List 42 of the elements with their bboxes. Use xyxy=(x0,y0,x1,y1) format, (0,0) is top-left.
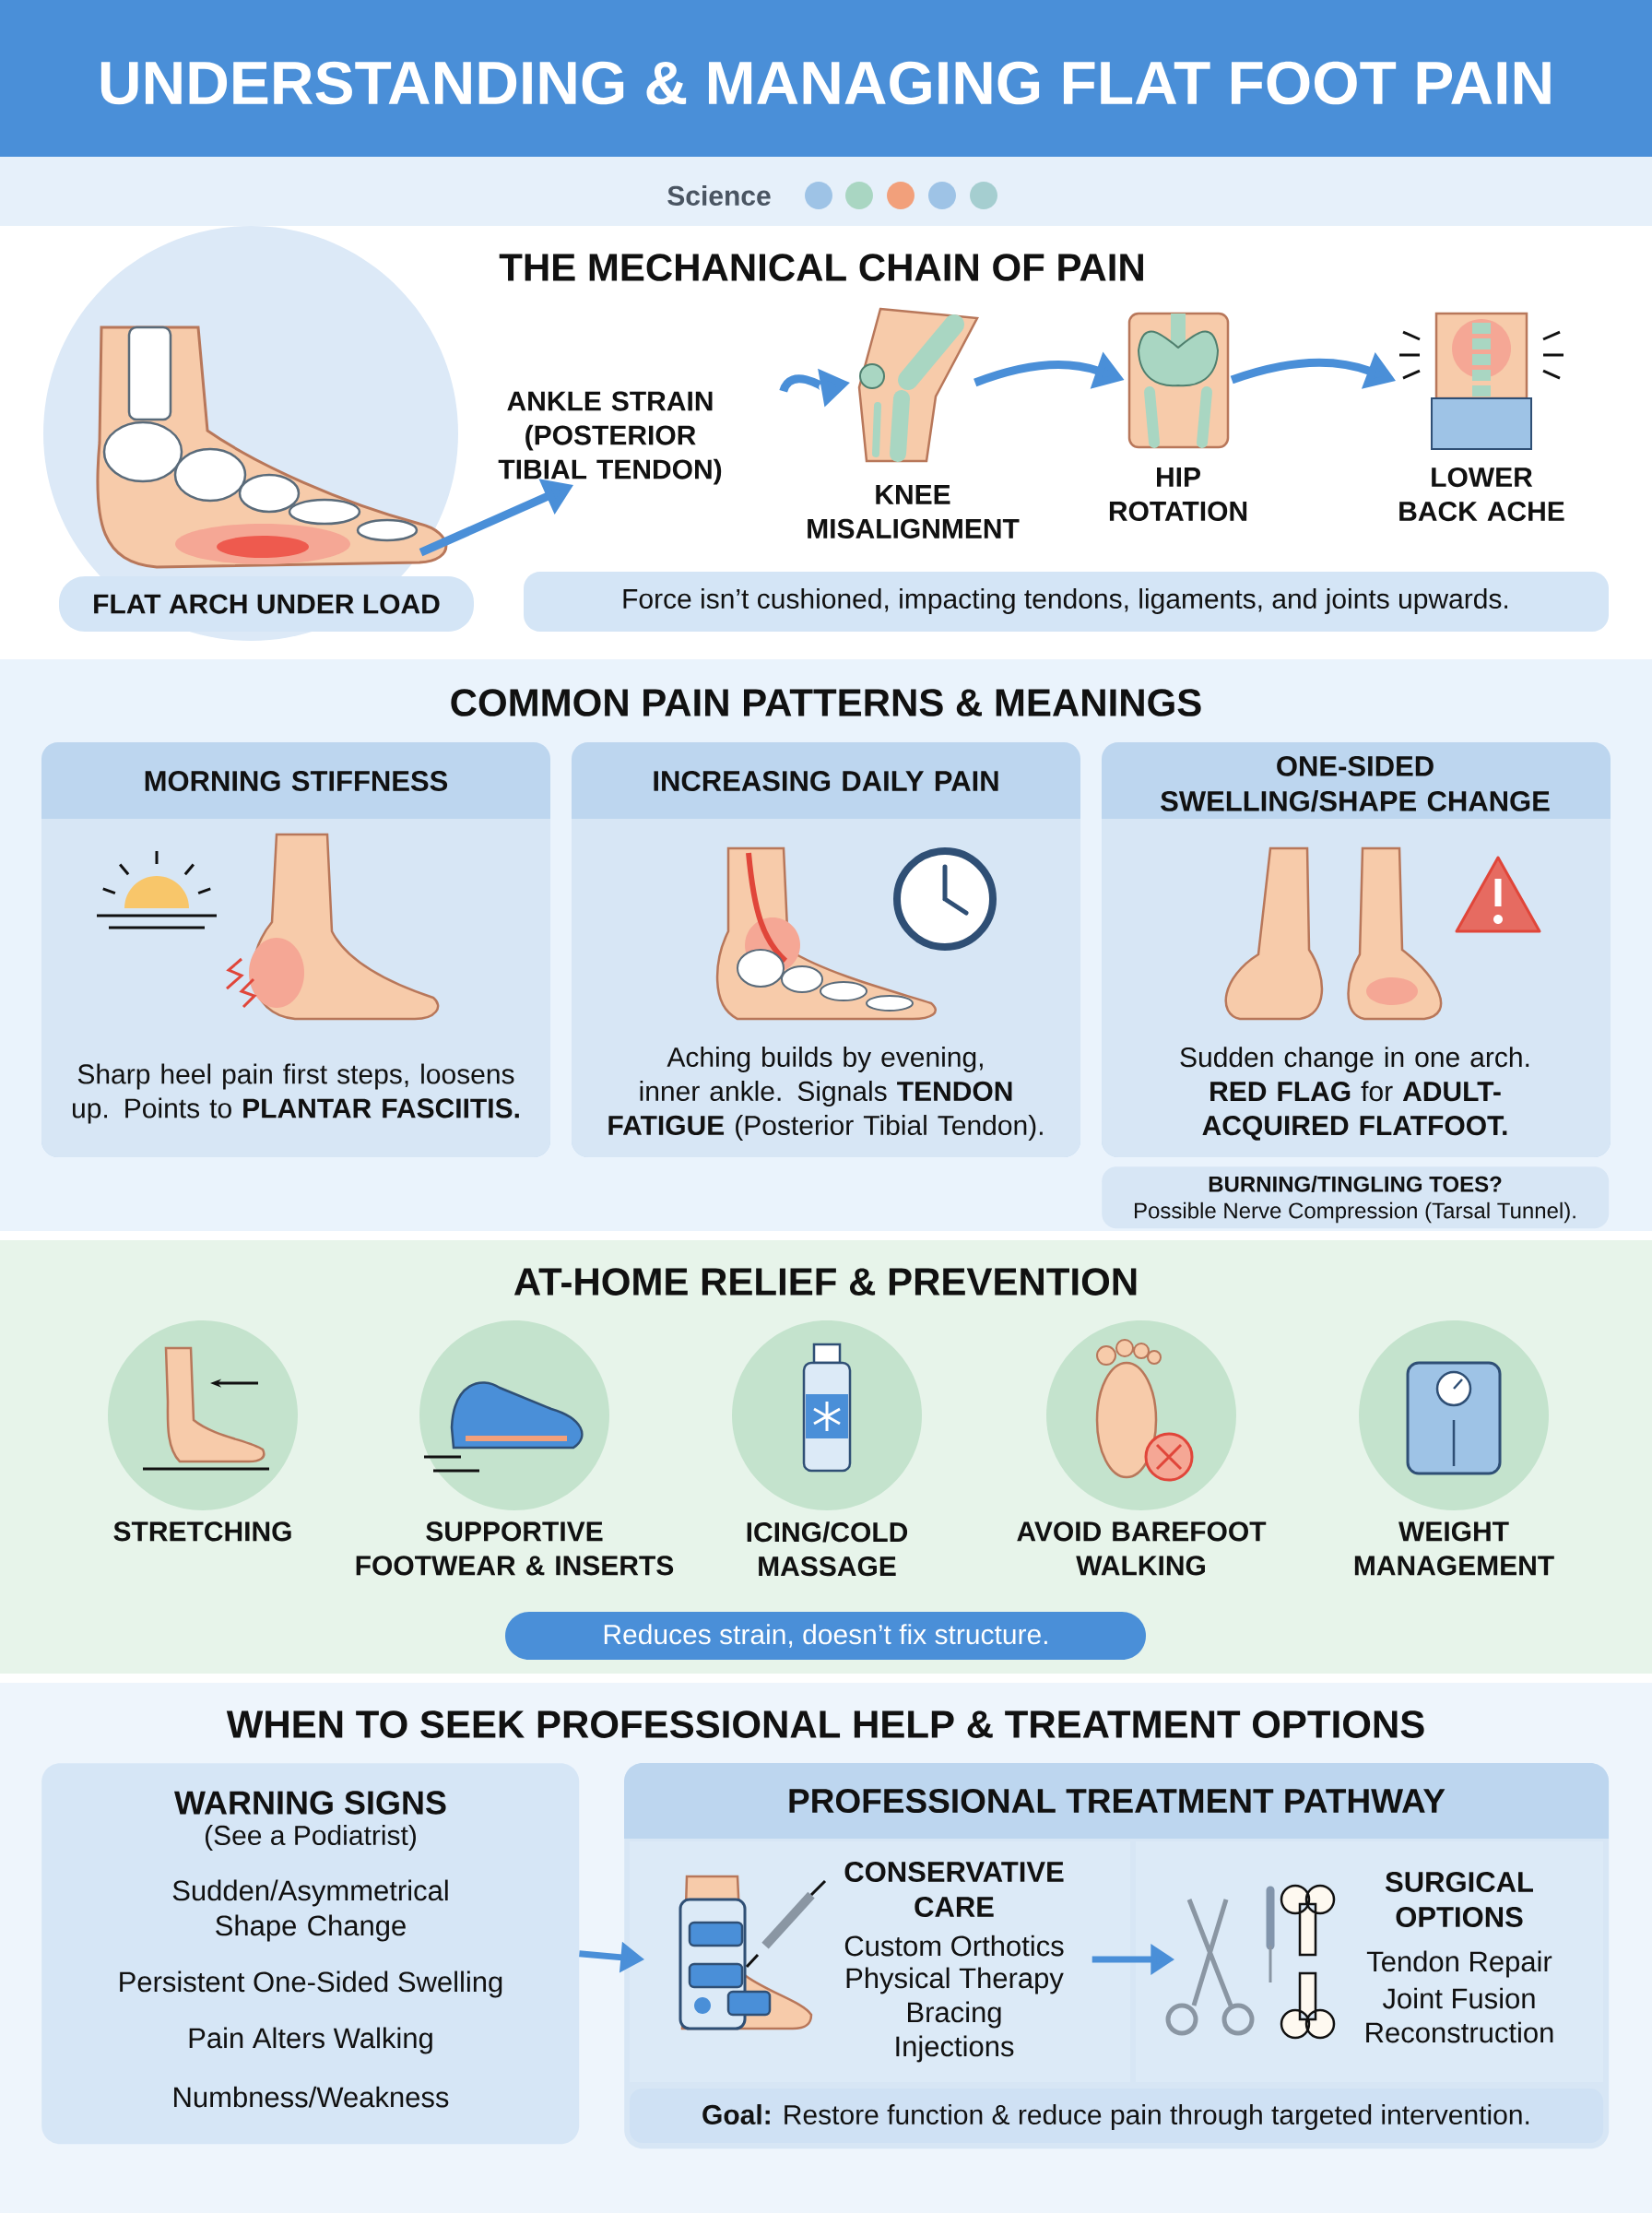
list-item: Physical Therapy xyxy=(846,1967,1064,1994)
list-item: Sudden/Asymmetrical Shape Change xyxy=(172,1879,448,1942)
stage-label: ANKLE STRAIN (POSTERIOR TIBIAL TENDON) xyxy=(498,391,722,485)
icon-caption: ICING/COLD MASSAGE xyxy=(747,1521,908,1577)
card-text: Sudden change in one arch. RED FLAG for ADULT-ACQUIRED FLATFOOT. xyxy=(1180,1047,1529,1141)
list-item: Bracing xyxy=(908,2001,1001,2029)
info-pill: Force isn’t cushioned, impacting tendons, ligaments, and joints upwards. xyxy=(524,572,1609,632)
caption-pill: FLAT ARCH UNDER LOAD xyxy=(59,576,474,632)
card-heading: WARNING SIGNS xyxy=(174,1791,446,1815)
card-text: Aching builds by evening, inner ankle. Signals TENDON FATIGUE (Posterior Tibial Tendon). xyxy=(608,1047,1043,1141)
section-heading: WHEN TO SEEK PROFESSIONAL HELP & TREATMENT OPTIONS xyxy=(226,1710,1424,1738)
list-item: Custom Orthotics xyxy=(844,1935,1064,1957)
stage-label: KNEE MISALIGNMENT xyxy=(808,485,1020,538)
panel-header: PROFESSIONAL TREATMENT PATHWAY xyxy=(624,1763,1609,1839)
list-item: Tendon Repair xyxy=(1366,1950,1552,1978)
tag-label: Science xyxy=(667,185,771,206)
icon-caption: SUPPORTIVE FOOTWEAR & INSERTS xyxy=(356,1521,674,1576)
note-box: BURNING/TINGLING TOES? Possible Nerve Compression (Tarsal Tunnel). xyxy=(1102,1166,1610,1229)
list-item: Joint Fusion xyxy=(1382,1987,1535,2009)
section-heading: THE MECHANICAL CHAIN OF PAIN xyxy=(499,254,1143,281)
icon-caption: WEIGHT MANAGEMENT xyxy=(1354,1521,1554,1576)
section-heading: COMMON PAIN PATTERNS & MEANINGS xyxy=(451,689,1201,716)
pane-heading: CONSERVATIVE CARE xyxy=(844,1862,1064,1917)
goal-strip: Goal: Restore function & reduce pain through targeted intervention. xyxy=(630,2089,1603,2143)
title-banner: UNDERSTANDING & MANAGING FLAT FOOT PAIN xyxy=(0,0,1652,157)
list-item: Reconstruction xyxy=(1366,2021,1553,2043)
card-heading: ONE-SIDED SWELLING/SHAPE CHANGE xyxy=(1161,755,1550,812)
stage-label: HIP ROTATION xyxy=(1109,467,1247,521)
section-heading: AT-HOME RELIEF & PREVENTION xyxy=(513,1268,1137,1296)
info-pill: Reduces strain, doesn’t fix structure. xyxy=(505,1612,1146,1660)
list-item: Injections xyxy=(896,2035,1014,2063)
list-item: Pain Alters Walking xyxy=(189,2027,432,2054)
pane-heading: SURGICAL OPTIONS xyxy=(1385,1872,1533,1927)
list-item: Numbness/Weakness xyxy=(174,2086,449,2108)
icon-caption: AVOID BAREFOOT WALKING xyxy=(1017,1521,1267,1576)
card-heading: MORNING STIFFNESS xyxy=(145,771,448,791)
card-text: (See a Podiatrist) xyxy=(206,1825,416,1851)
card-heading: INCREASING DAILY PAIN xyxy=(654,771,998,791)
list-item: Persistent One-Sided Swelling xyxy=(120,1970,502,1998)
icon-caption: STRETCHING xyxy=(113,1521,291,1542)
card-text: Sharp heel pain first steps, loosens up. Points to PLANTAR FASCIITIS. xyxy=(73,1063,519,1124)
stage-label: LOWER BACK ACHE xyxy=(1399,467,1564,522)
